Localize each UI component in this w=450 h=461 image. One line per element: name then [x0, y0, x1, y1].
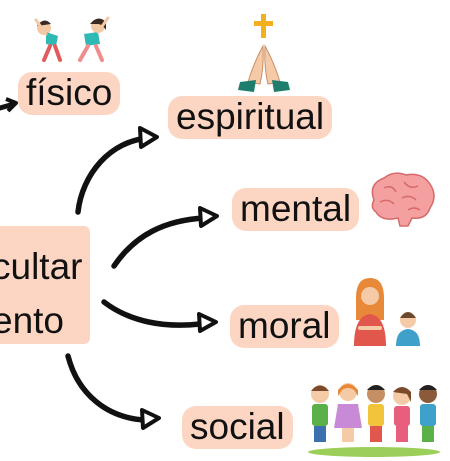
arrow-to-espiritual: [75, 135, 153, 215]
center-node-line-1: cultar: [0, 246, 83, 287]
node-fisico: físico: [18, 72, 121, 115]
node-social: social: [182, 406, 293, 449]
exercising-kids-icon: [34, 16, 110, 62]
praying-hands-icon: [238, 14, 290, 92]
center-node-line-2: ento: [0, 300, 65, 341]
center-node: [0, 226, 90, 344]
arrow-to-moral: [101, 299, 203, 328]
arrow-fisico-head: [5, 97, 18, 113]
node-moral: moral: [230, 305, 339, 348]
brain-icon: [371, 172, 435, 227]
node-espiritual: espiritual: [168, 96, 333, 139]
arrow-mental-head: [198, 206, 219, 228]
node-mental: mental: [232, 188, 360, 231]
arrow-social-head: [140, 408, 161, 430]
arrow-espiritual-head: [138, 126, 159, 149]
group-of-kids-icon: [308, 383, 440, 457]
arrow-moral-head: [197, 312, 218, 333]
arrow-to-social: [65, 353, 148, 423]
arrow-to-mental: [111, 215, 208, 269]
teacher-and-child-icon: [354, 278, 420, 346]
